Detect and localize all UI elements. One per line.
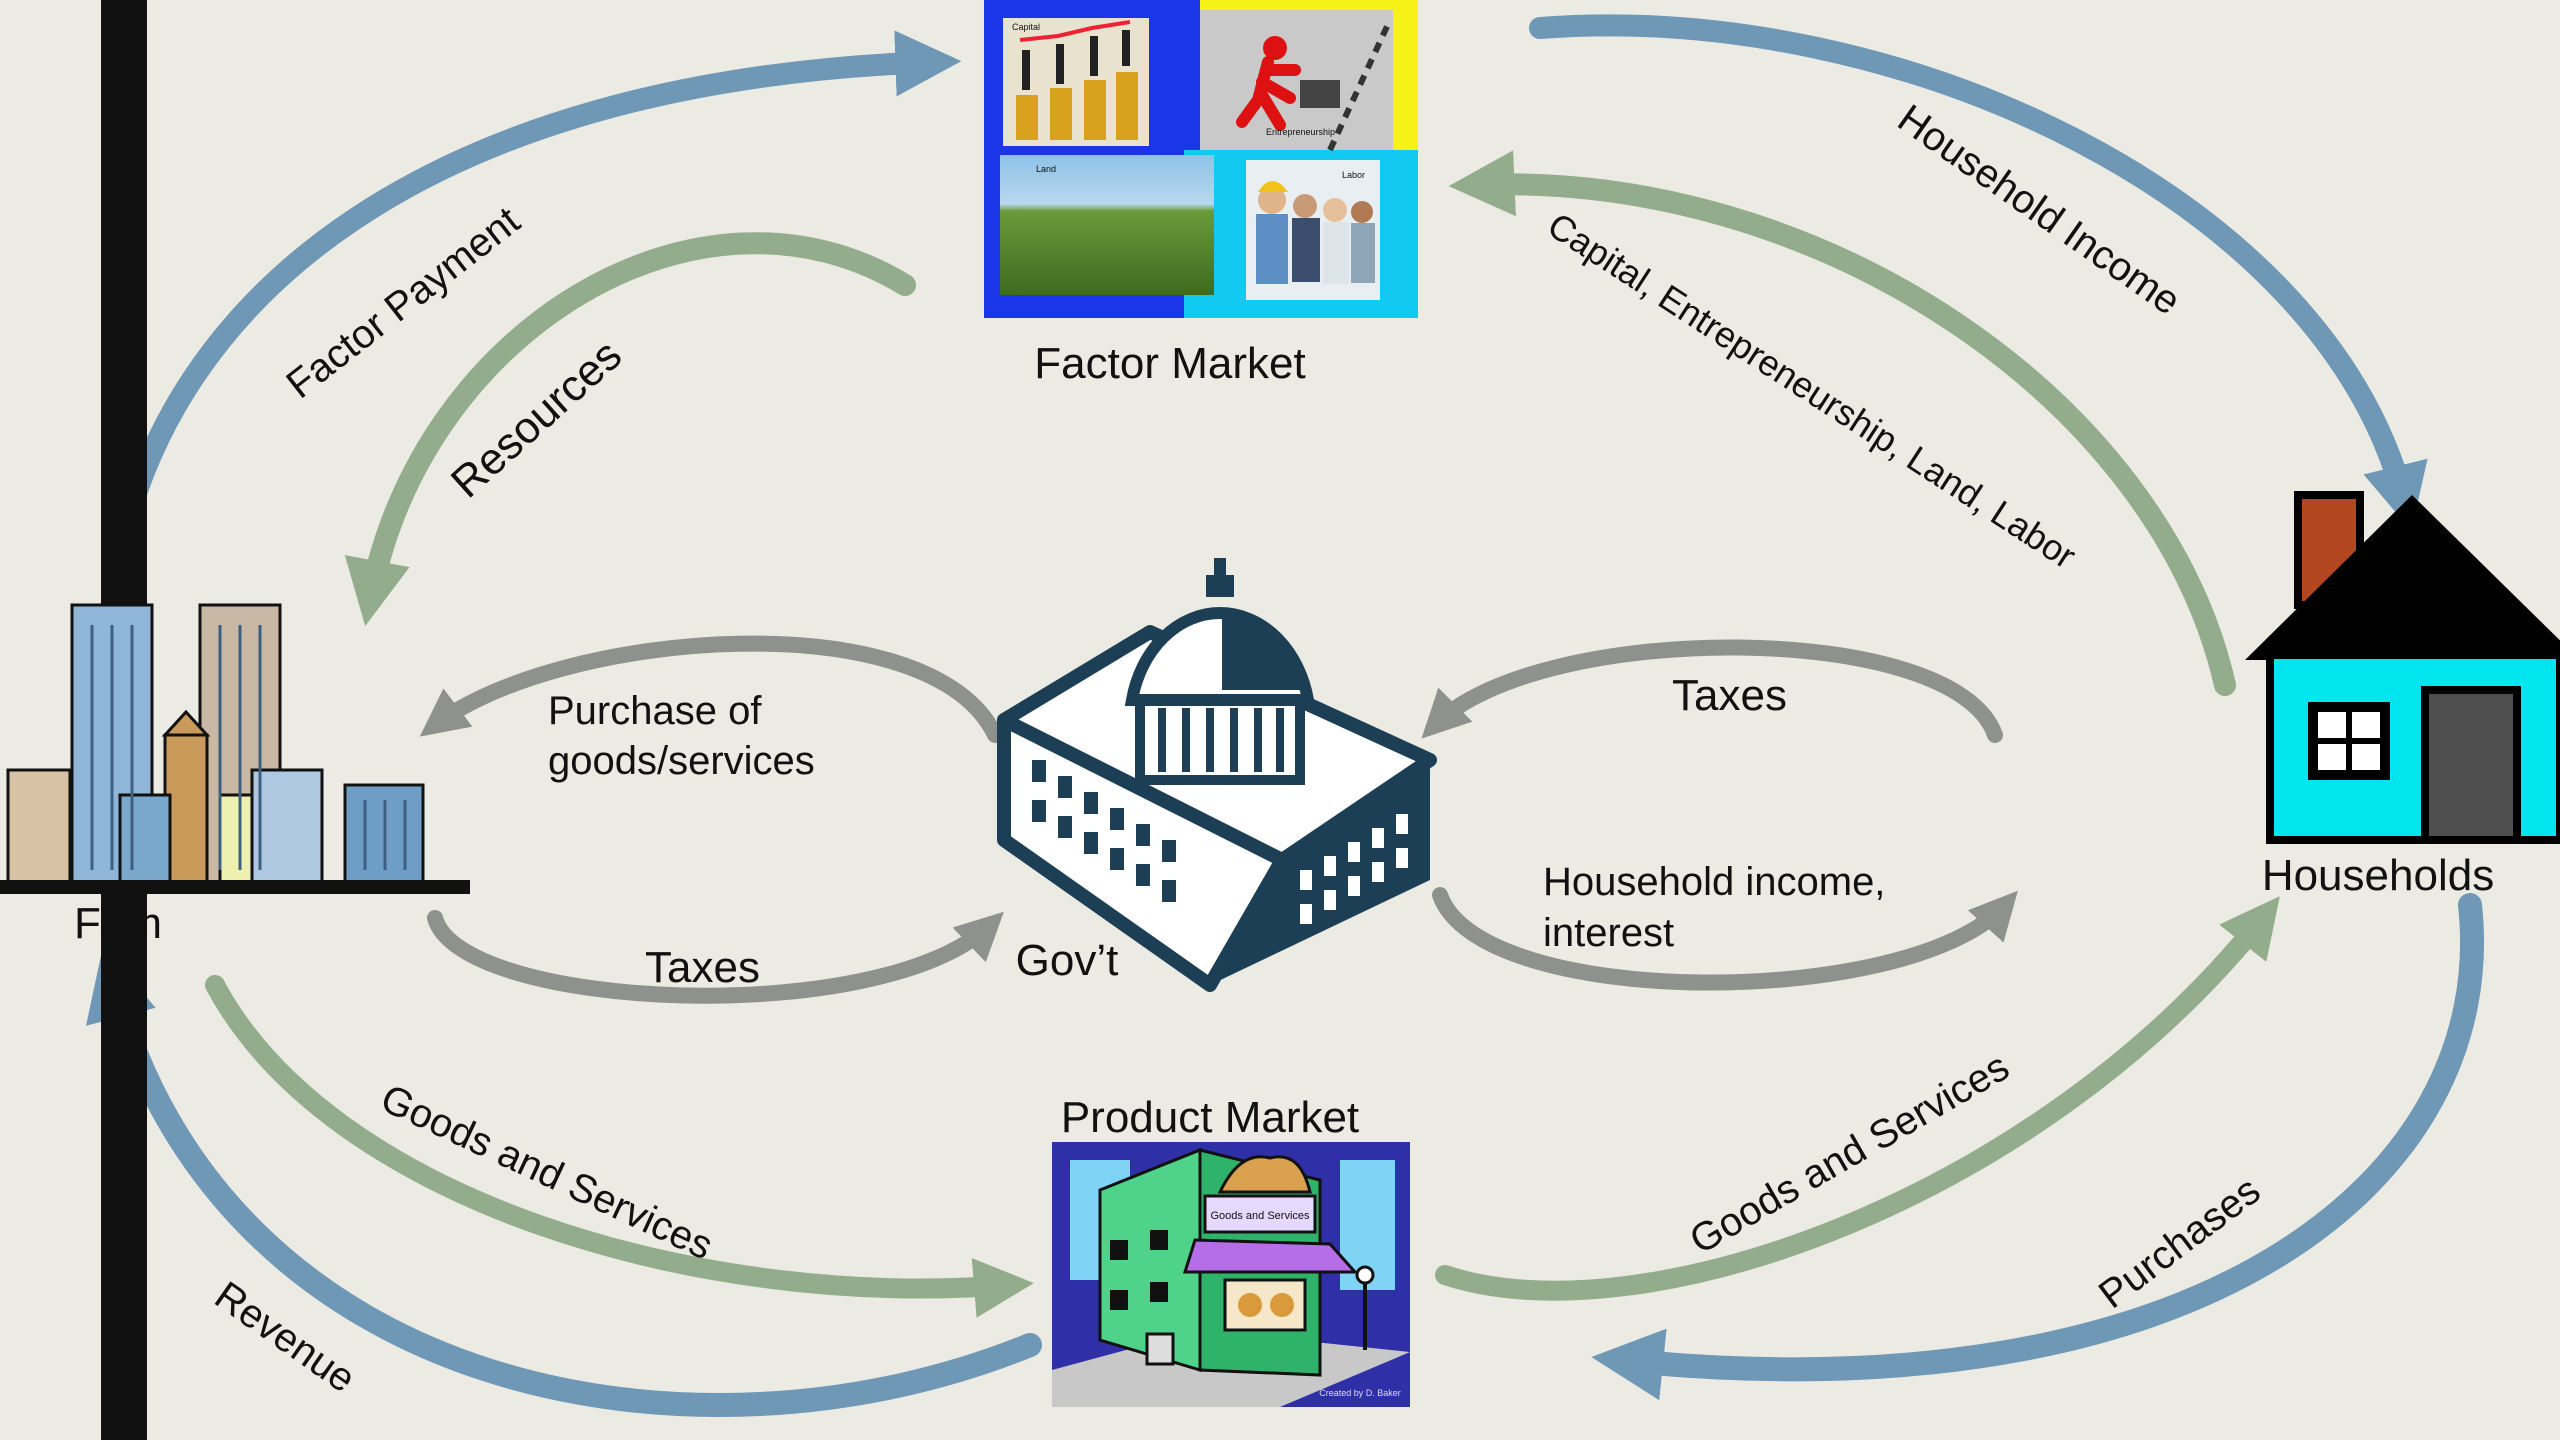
factor-market-label: Factor Market xyxy=(1034,339,1305,388)
capital-caption: Capital xyxy=(1012,22,1040,32)
runner-icon xyxy=(1236,18,1393,152)
government-label: Gov’t xyxy=(1016,936,1119,985)
labor-caption: Labor xyxy=(1342,170,1365,180)
household-income-interest-label-line2: interest xyxy=(1543,911,1674,955)
resources-arrow xyxy=(344,232,916,626)
flow-arrows xyxy=(86,14,2484,1417)
product-market-credit: Created by D. Baker xyxy=(1319,1388,1401,1398)
gov-purchase-label-line2: goods/services xyxy=(548,739,815,783)
firm-taxes-arrow xyxy=(427,910,1004,1004)
product-market-sign: Goods and Services xyxy=(1210,1210,1310,1222)
entrepreneurship-caption: Entrepreneurship xyxy=(1266,127,1335,137)
goods-services-to-households-arrow xyxy=(1435,896,2280,1301)
revenue-arrow xyxy=(86,947,1042,1417)
firm-label: Firm xyxy=(74,899,162,948)
goods-services-to-firm-arrow xyxy=(205,975,1034,1318)
factor-market-image: Capital Entrepreneurship Land Labor xyxy=(984,0,1418,318)
land-panel xyxy=(1000,155,1214,295)
purchases-arrow xyxy=(1591,893,2484,1401)
product-market-label: Product Market xyxy=(1061,1093,1359,1142)
land-caption: Land xyxy=(1036,164,1056,174)
households-label: Households xyxy=(2262,851,2494,900)
product-market-image: Goods and Services Created by D. Baker xyxy=(1052,1142,1410,1407)
factor-payment-arrow xyxy=(107,30,962,571)
gov-purchase-arrow xyxy=(419,635,1003,743)
government-building-icon xyxy=(997,558,1437,992)
household-taxes-arrow xyxy=(1421,639,2003,743)
resources-label: Resources xyxy=(442,330,631,507)
firm-buildings-icon xyxy=(0,603,470,894)
household-income-interest-label-line1: Household income, xyxy=(1543,860,1885,904)
workers-icon xyxy=(1256,181,1375,284)
household-income-interest-arrow xyxy=(1432,887,2018,991)
house-icon xyxy=(2245,491,2560,844)
factors-arrow xyxy=(1448,150,2236,696)
factors-label: Capital, Entrepreneurship, Land, Labor xyxy=(1541,204,2084,576)
firm-taxes-label: Taxes xyxy=(645,943,760,992)
gov-purchase-label-line1: Purchase of xyxy=(548,689,762,733)
household-taxes-label: Taxes xyxy=(1672,671,1787,720)
coins-icon xyxy=(1016,20,1138,140)
household-income-arrow xyxy=(1529,14,2428,531)
